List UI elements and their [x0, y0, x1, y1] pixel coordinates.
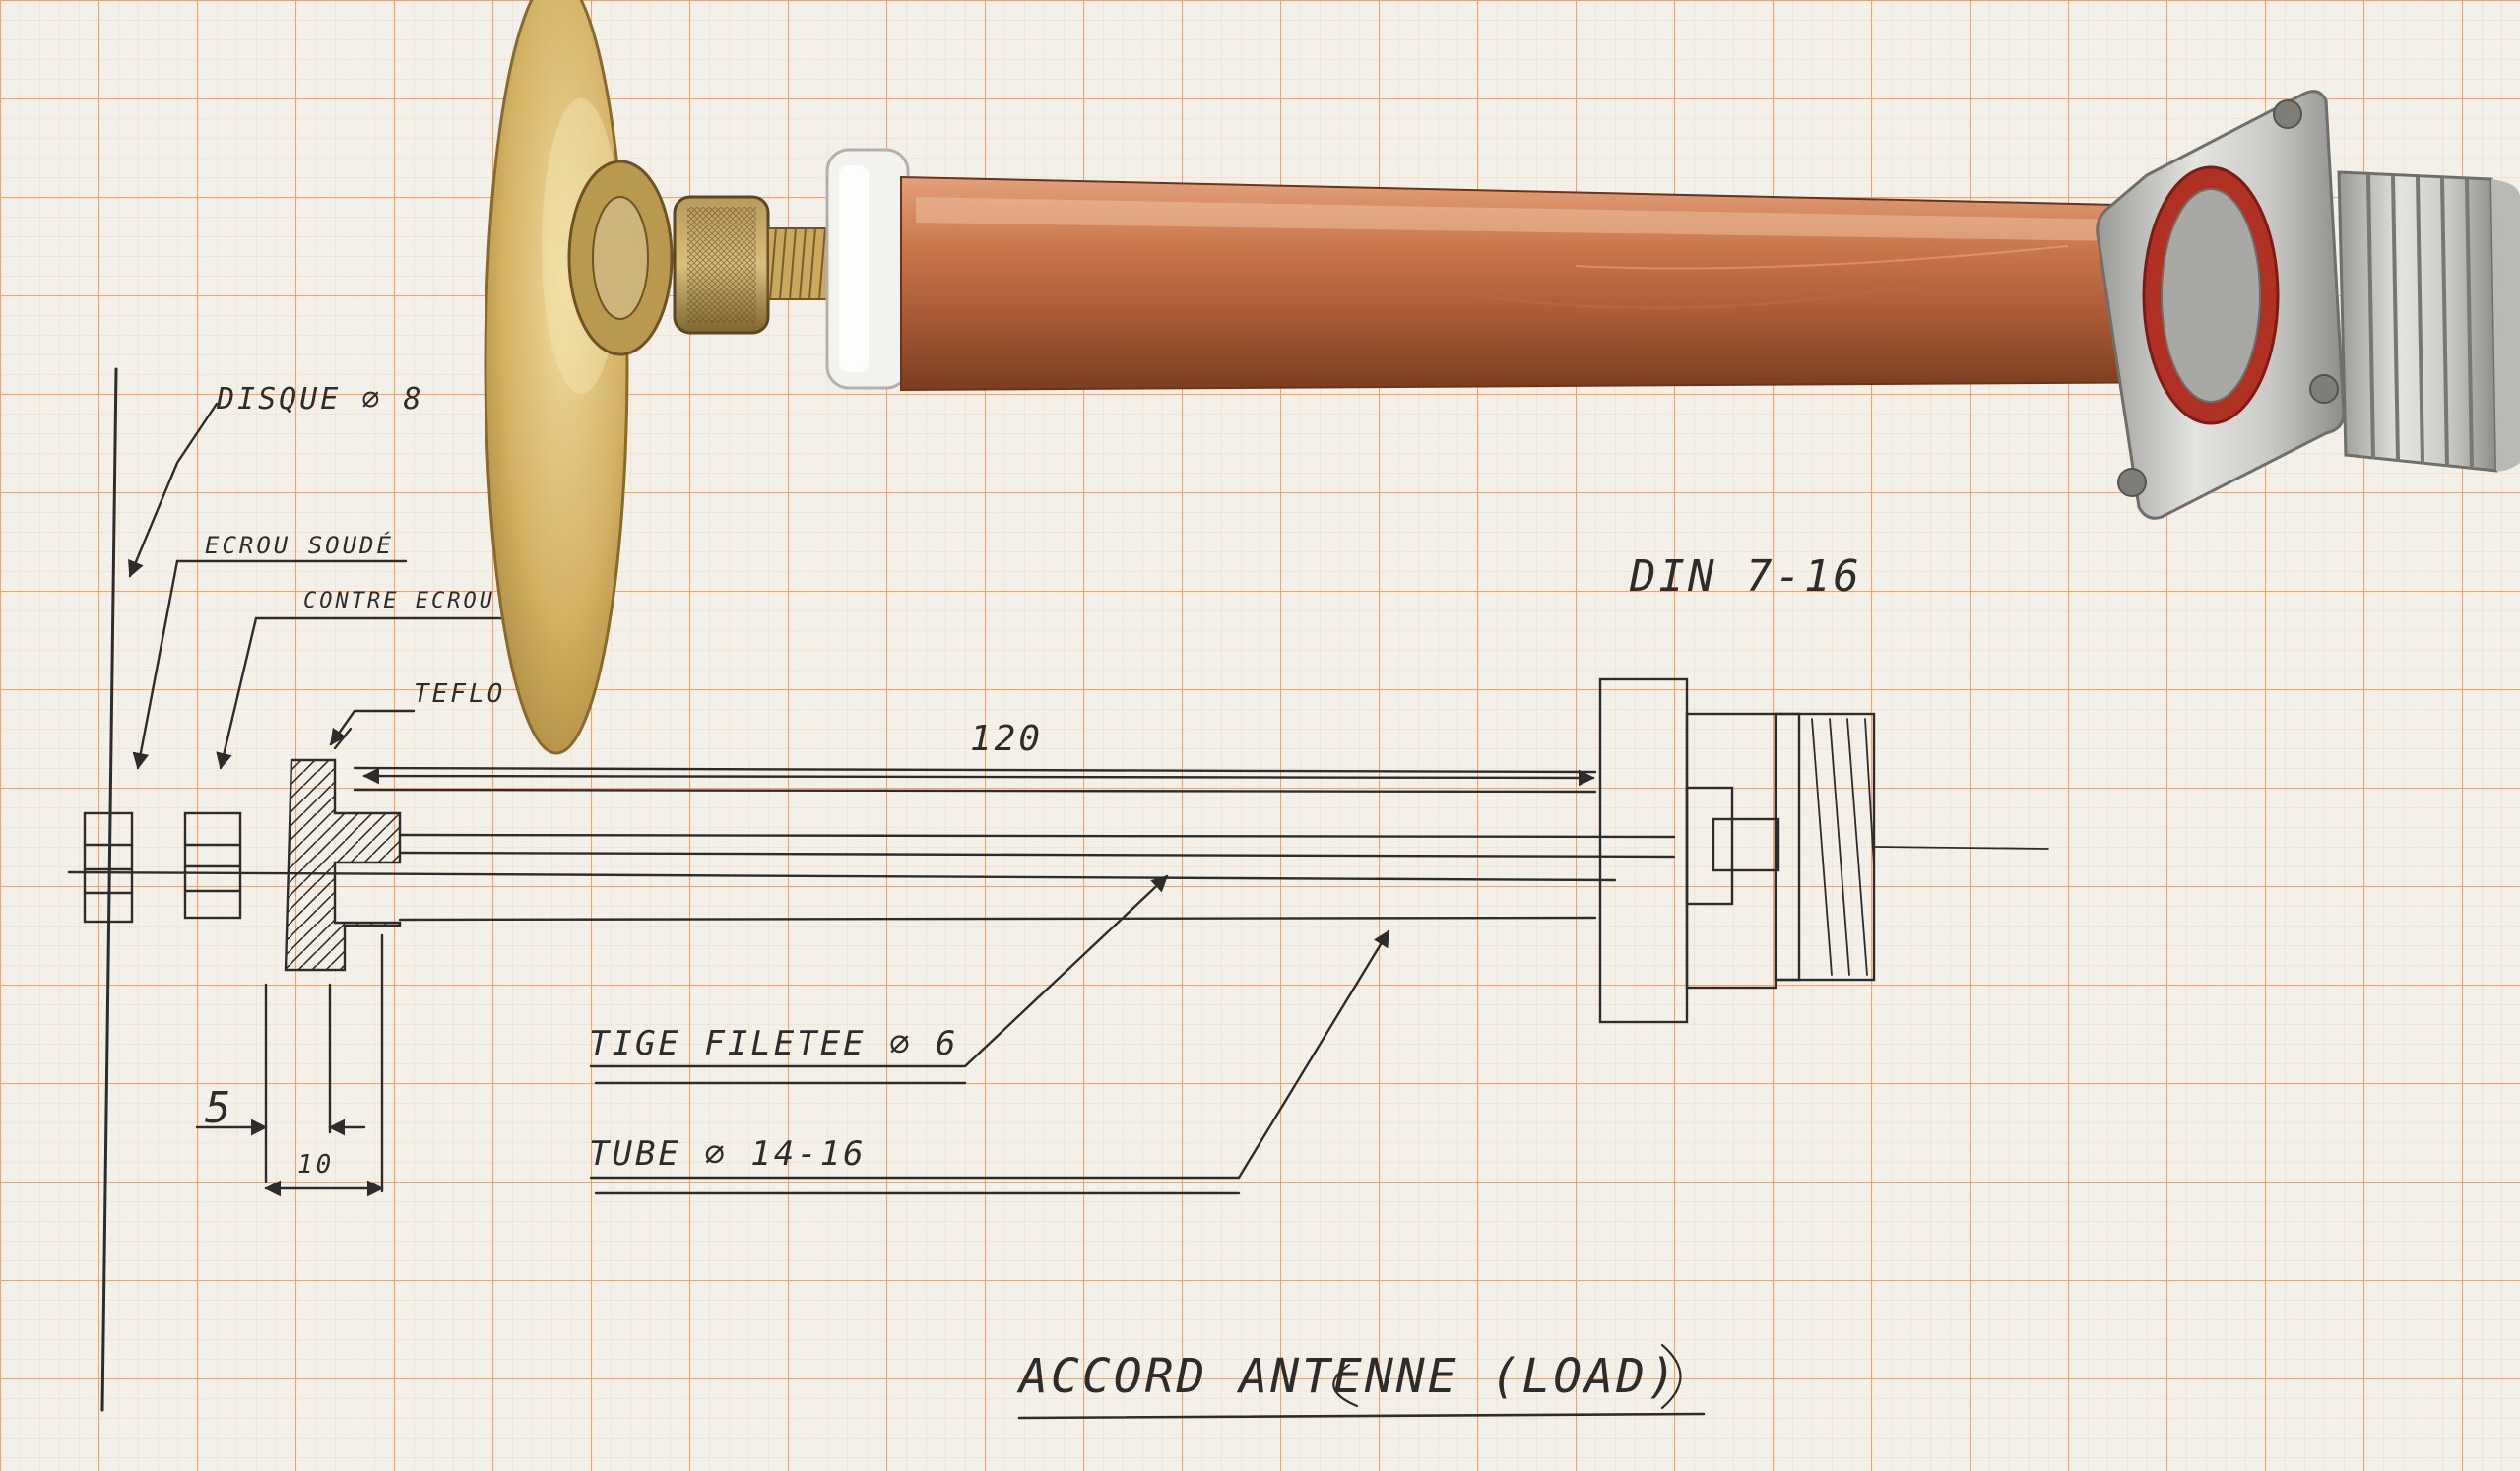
copper-scratch: [1476, 284, 1921, 310]
label-tube: TUBE ⌀ 14-16: [589, 1134, 867, 1174]
flange-hole-3: [2117, 468, 2147, 497]
drawn-din-connector: [1598, 677, 2049, 1024]
knurled-nut-texture: [687, 207, 756, 323]
drawn-tube-bottom: [398, 916, 1597, 922]
label-contre-ecrou: CONTRE ECROU: [303, 589, 495, 613]
label-teflon: TEFLO: [414, 679, 506, 709]
teflon-ring-highlight: [839, 165, 869, 372]
din-barrel-end: [2491, 179, 2520, 472]
threaded-stud: [767, 227, 828, 300]
title-underline: [1017, 1412, 1706, 1420]
din-center: [2161, 188, 2261, 403]
din-barrel-threads: [2366, 174, 2474, 469]
label-dim-5: 5: [205, 1083, 234, 1133]
drawn-counter-nut: [183, 811, 242, 920]
flange-hole-2: [2309, 374, 2339, 404]
pencil-drawing: [67, 367, 2049, 1420]
dim-120-arrow: [362, 767, 1595, 787]
copper-tube-highlight: [916, 197, 2186, 242]
label-tige-filetee: TIGE FILETEE ⌀ 6: [589, 1024, 959, 1063]
welded-hub-inner: [592, 196, 649, 320]
drawn-rod-mid: [398, 851, 1676, 859]
ecrou-soude-leader: [132, 559, 408, 770]
tube-leader: [589, 929, 1390, 1180]
flange-hole-1: [2273, 99, 2302, 129]
label-din: DIN 7-16: [1630, 551, 1862, 602]
teflon-leader-arrow: [329, 709, 416, 746]
label-dim-120: 120: [970, 719, 1044, 759]
stud-threads: [769, 227, 826, 300]
drawn-axis-line: [67, 870, 1617, 882]
title-paren-left: [1332, 1363, 1359, 1408]
label-ecrou-soude: ECROU SOUDÉ: [205, 532, 394, 559]
disque-leader: [128, 402, 219, 578]
copper-scratch-2: [1575, 245, 2069, 270]
drawn-rod-top: [398, 833, 1676, 839]
drawn-dim-ref: [353, 788, 1597, 794]
drawn-welded-nut: [83, 811, 134, 924]
drawn-teflon-bushing: [284, 758, 402, 972]
label-dim-10: 10: [297, 1150, 335, 1180]
label-disque: DISQUE ⌀ 8: [217, 382, 424, 416]
brass-disc: [484, 0, 629, 755]
drawn-disc: [100, 367, 118, 1412]
drawing-title: ACCORD ANTENNE (LOAD): [1019, 1349, 1679, 1404]
contre-ecrou-leader: [216, 616, 514, 770]
title-paren-right: [1660, 1343, 1682, 1410]
tige-leader: [589, 874, 1169, 1068]
